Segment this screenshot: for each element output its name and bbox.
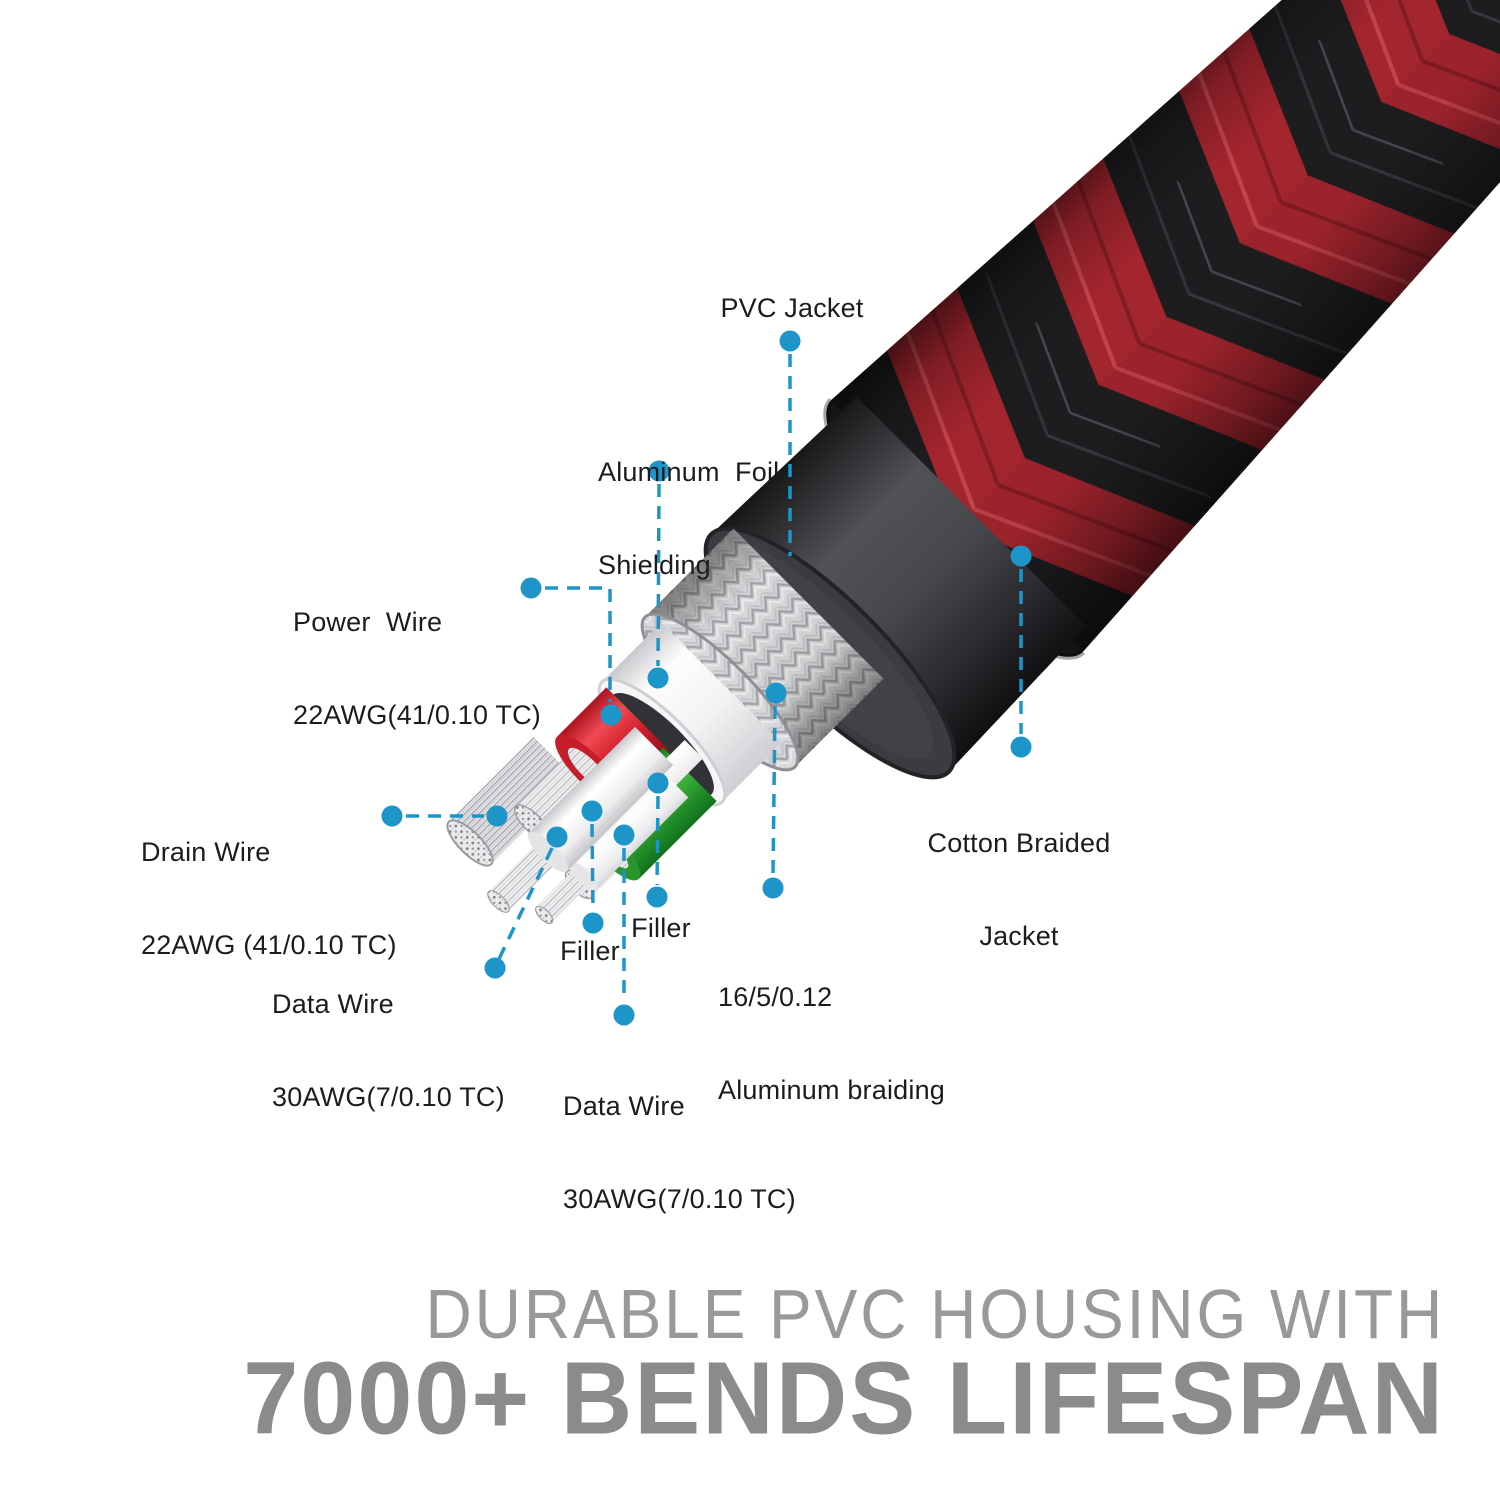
label-pvc-jacket: PVC Jacket (720, 293, 864, 323)
label-line: Data Wire (272, 989, 394, 1019)
label-line: Cotton Braided (927, 828, 1111, 858)
label-power-wire: Power Wire 22AWG(41/0.10 TC) (293, 545, 541, 793)
callout-dot (779, 330, 801, 352)
label-line: Drain Wire (141, 837, 271, 867)
label-drain-wire: Drain Wire 22AWG (41/0.10 TC) (141, 775, 397, 1023)
label-data-wire-left: Data Wire 30AWG(7/0.10 TC) (272, 927, 505, 1175)
leader-filler-right (655, 795, 660, 886)
label-filler-left: Filler (560, 936, 620, 966)
callout-leader-lines (406, 354, 1023, 1002)
callout-dot (486, 805, 508, 827)
footer-headline-line1: DURABLE PVC HOUSING WITH (425, 1274, 1445, 1353)
drain-wire-graphic (446, 736, 577, 867)
callout-dot (484, 957, 506, 979)
callout-dot (613, 824, 635, 846)
label-line: 30AWG(7/0.10 TC) (272, 1082, 505, 1112)
callout-dot (646, 886, 668, 908)
label-line: Jacket (979, 921, 1059, 951)
callout-dot (762, 877, 784, 899)
leader-filler-left (590, 823, 595, 912)
label-line: 16/5/0.12 (718, 982, 833, 1012)
label-line: Power Wire (293, 607, 443, 637)
callout-dot (582, 912, 604, 934)
callout-dot (765, 682, 787, 704)
label-aluminum-braiding: 16/5/0.12 Aluminum braiding (718, 920, 945, 1168)
callout-dot (1010, 545, 1032, 567)
callout-dot (600, 704, 622, 726)
callout-dot (647, 667, 669, 689)
callout-dots (381, 330, 1032, 1026)
label-line: 30AWG(7/0.10 TC) (563, 1184, 796, 1214)
callout-dot (648, 460, 670, 482)
footer-headline-line2: 7000+ BENDS LIFESPAN (243, 1339, 1445, 1456)
leader-aluminum-braiding (771, 705, 777, 876)
callout-dot (381, 805, 403, 827)
callout-dot (520, 577, 542, 599)
label-cotton-braided-jacket: Cotton Braided Jacket (928, 766, 1111, 1014)
label-data-wire-bottom: Data Wire 30AWG(7/0.10 TC) (563, 1029, 796, 1277)
label-line: Data Wire (563, 1091, 685, 1121)
callout-dot (647, 772, 669, 794)
leader-aluminum-foil (656, 483, 661, 667)
callout-dot (613, 1004, 635, 1026)
leader-power-wire (545, 586, 612, 702)
label-line: 22AWG (41/0.10 TC) (141, 930, 397, 960)
label-filler-right: Filler (631, 913, 691, 943)
label-aluminum-foil-shielding: Aluminum Foil Shielding (598, 395, 779, 643)
label-line: Aluminum Foil (598, 457, 780, 487)
label-line: 22AWG(41/0.10 TC) (293, 700, 541, 730)
callout-dot (1010, 736, 1032, 758)
callout-dot (546, 826, 568, 848)
label-line: Shielding (598, 550, 711, 580)
label-line: Aluminum braiding (718, 1075, 946, 1105)
callout-dot (581, 800, 603, 822)
